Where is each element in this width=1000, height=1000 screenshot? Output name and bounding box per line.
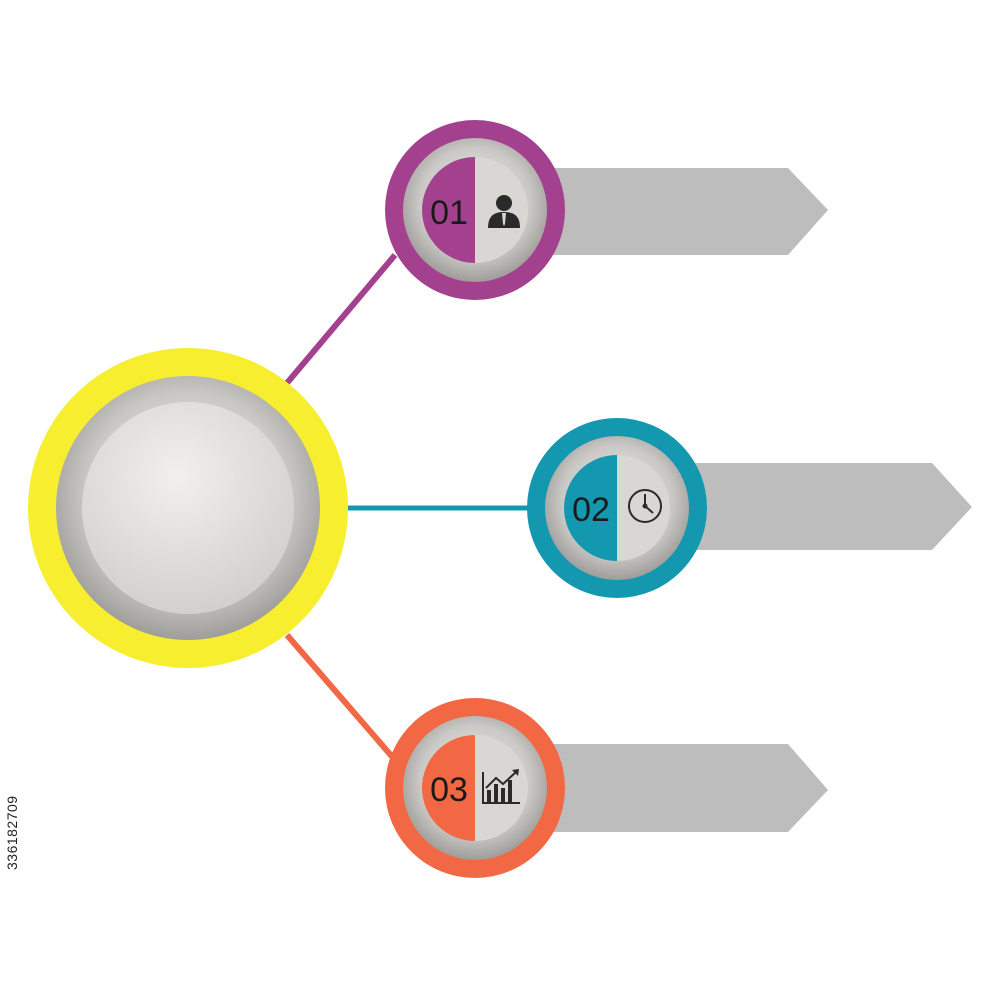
- arrow-banner-01: [520, 168, 828, 255]
- step-node-03: 03: [385, 698, 565, 878]
- growth-chart-icon: [482, 769, 520, 804]
- businessman-icon: [488, 195, 520, 228]
- connector-line-01: [284, 253, 398, 385]
- step-node-02: 02: [527, 418, 707, 598]
- step-node-01: 01: [385, 120, 565, 300]
- stock-id-label: 336182709: [4, 795, 20, 870]
- step-number-01: 01: [430, 194, 468, 232]
- arrow-banner-03: [520, 744, 828, 832]
- step-number-02: 02: [572, 491, 610, 529]
- clock-icon: [628, 489, 662, 523]
- hub-circle: [28, 348, 348, 668]
- step-number-03: 03: [430, 771, 468, 809]
- arrow-banner-02: [662, 463, 972, 550]
- connector-line-03: [284, 633, 398, 762]
